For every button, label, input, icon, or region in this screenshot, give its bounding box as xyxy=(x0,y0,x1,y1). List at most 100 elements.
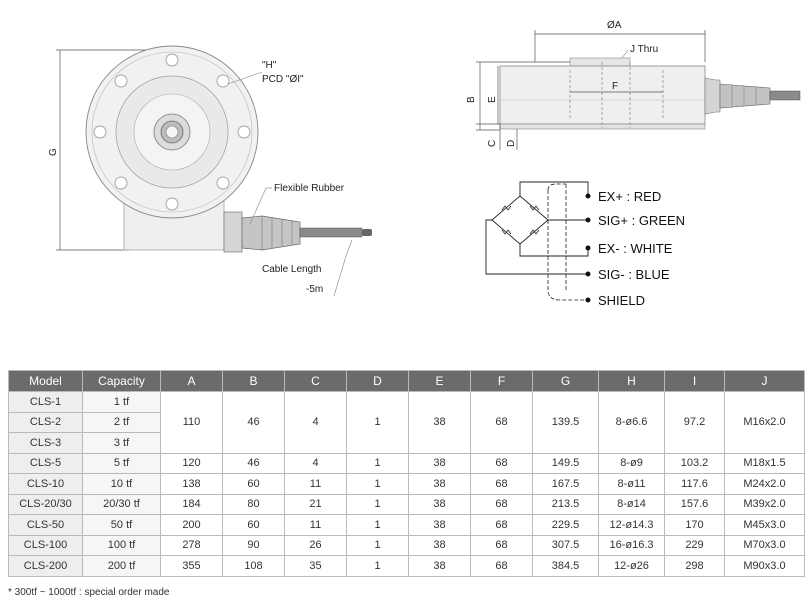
wheatstone-bridge xyxy=(491,195,549,245)
cell-j: M90x3.0 xyxy=(724,555,805,577)
cell-capacity: 200 tf xyxy=(82,555,161,577)
specification-table: Model Capacity A B C D E F G H I J CLS-1… xyxy=(8,370,805,577)
cell-a: 110 xyxy=(160,391,223,454)
cell-b: 90 xyxy=(222,534,285,556)
cell-e: 38 xyxy=(408,452,471,474)
cell-i: 298 xyxy=(664,555,725,577)
cell-capacity: 10 tf xyxy=(82,473,161,495)
cell-f: 68 xyxy=(470,473,533,495)
table-row: CLS-3 3 tf xyxy=(8,432,805,454)
cell-b: 60 xyxy=(222,514,285,536)
front-view: G "H" PCD "ØI" xyxy=(48,45,372,297)
cell-model: CLS-200 xyxy=(8,555,83,577)
cell-j: M24x2.0 xyxy=(724,473,805,495)
cell-model: CLS-2 xyxy=(8,411,83,433)
cell-f: 68 xyxy=(470,391,533,454)
cell-d: 1 xyxy=(346,452,409,474)
cell-a: 120 xyxy=(160,452,223,474)
cell-d: 1 xyxy=(346,391,409,454)
cell-d: 1 xyxy=(346,555,409,577)
cell-c: 4 xyxy=(284,391,347,454)
technical-drawings: G "H" PCD "ØI" xyxy=(48,20,801,308)
cell-a: 184 xyxy=(160,493,223,515)
cell-d: 1 xyxy=(346,493,409,515)
cell-g: 307.5 xyxy=(532,534,599,556)
wiring-diagram: EX+ : RED SIG+ : GREEN EX- : WHITE SIG- … xyxy=(485,181,685,308)
cell-h: 8-ø11 xyxy=(598,473,665,495)
cell-d: 1 xyxy=(346,514,409,536)
cell-h: 8-ø14 xyxy=(598,493,665,515)
cell-i: 117.6 xyxy=(664,473,725,495)
cell-b: 60 xyxy=(222,473,285,495)
cell-g: 384.5 xyxy=(532,555,599,577)
label-b: B xyxy=(466,96,477,103)
cell-c: 21 xyxy=(284,493,347,515)
cell-h: 8-ø9 xyxy=(598,452,665,474)
cell-j: M16x2.0 xyxy=(724,391,805,454)
label-h: "H" xyxy=(262,60,277,71)
cell-c: 35 xyxy=(284,555,347,577)
cell-c: 11 xyxy=(284,473,347,495)
cell-e: 38 xyxy=(408,473,471,495)
header-i: I xyxy=(664,370,725,392)
cell-capacity: 100 tf xyxy=(82,534,161,556)
cell-i: 157.6 xyxy=(664,493,725,515)
cell-model: CLS-20/30 xyxy=(8,493,83,515)
label-f: F xyxy=(612,81,618,92)
label-pcd: PCD "ØI" xyxy=(262,74,304,85)
footnote: * 300tf ~ 1000tf : special order made xyxy=(8,587,170,598)
header-b: B xyxy=(222,370,285,392)
cell-a: 355 xyxy=(160,555,223,577)
header-f: F xyxy=(470,370,533,392)
table-row: CLS-1 1 tf 110 46 4 1 38 68 139.5 8-ø6.6… xyxy=(8,391,805,454)
cell-e: 38 xyxy=(408,391,471,454)
cell-h: 12-ø26 xyxy=(598,555,665,577)
cell-model: CLS-50 xyxy=(8,514,83,536)
header-capacity: Capacity xyxy=(82,370,161,392)
cell-e: 38 xyxy=(408,555,471,577)
cell-model: CLS-3 xyxy=(8,432,83,454)
label-flexible-rubber: Flexible Rubber xyxy=(274,183,345,194)
table-row: CLS-2 2 tf xyxy=(8,411,805,433)
cell-c: 11 xyxy=(284,514,347,536)
cell-model: CLS-10 xyxy=(8,473,83,495)
cell-j: M39x2.0 xyxy=(724,493,805,515)
cell-capacity: 3 tf xyxy=(82,432,161,454)
cell-model: CLS-100 xyxy=(8,534,83,556)
label-a: ØA xyxy=(607,20,622,31)
table-header-row: Model Capacity A B C D E F G H I J xyxy=(8,370,805,392)
label-cable-length: Cable Length xyxy=(262,264,322,275)
cell-c: 4 xyxy=(284,452,347,474)
label-cable-length-value: -5m xyxy=(306,284,323,295)
cell-j: M45x3.0 xyxy=(724,514,805,536)
cell-i: 97.2 xyxy=(664,391,725,454)
cell-e: 38 xyxy=(408,493,471,515)
header-h: H xyxy=(598,370,665,392)
cell-capacity: 20/30 tf xyxy=(82,493,161,515)
header-g: G xyxy=(532,370,599,392)
cell-model: CLS-5 xyxy=(8,452,83,474)
cell-capacity: 5 tf xyxy=(82,452,161,474)
cell-d: 1 xyxy=(346,473,409,495)
header-d: D xyxy=(346,370,409,392)
cell-h: 12-ø14.3 xyxy=(598,514,665,536)
header-c: C xyxy=(284,370,347,392)
cell-h: 8-ø6.6 xyxy=(598,391,665,454)
cell-f: 68 xyxy=(470,555,533,577)
label-c: C xyxy=(487,140,498,147)
cell-g: 139.5 xyxy=(532,391,599,454)
cell-capacity: 2 tf xyxy=(82,411,161,433)
cell-f: 68 xyxy=(470,534,533,556)
cell-g: 229.5 xyxy=(532,514,599,536)
header-e: E xyxy=(408,370,471,392)
cell-b: 108 xyxy=(222,555,285,577)
wiring-label-ex-minus: EX- : WHITE xyxy=(598,241,673,256)
header-j: J xyxy=(724,370,805,392)
cell-f: 68 xyxy=(470,514,533,536)
header-model: Model xyxy=(8,370,83,392)
